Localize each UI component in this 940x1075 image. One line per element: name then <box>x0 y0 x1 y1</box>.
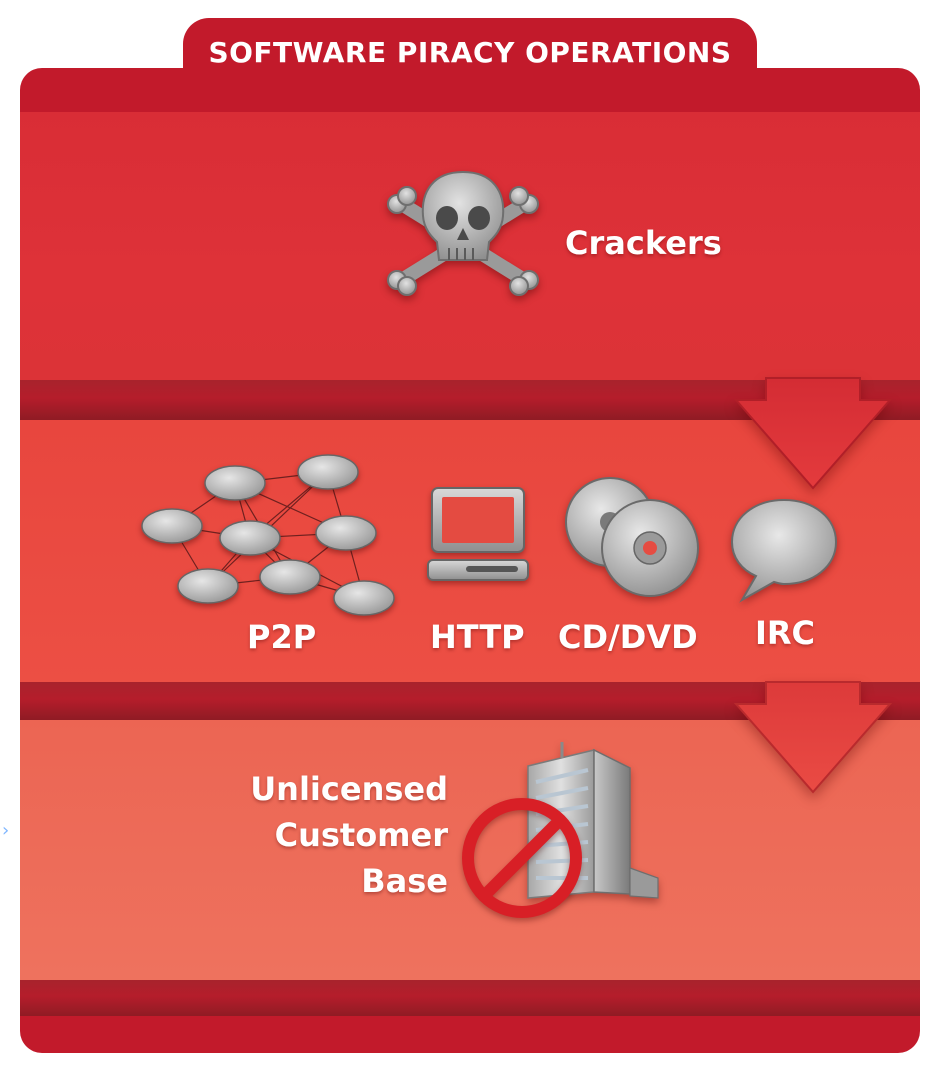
http-label: HTTP <box>430 618 525 656</box>
customer-base-label-line: Base <box>361 862 448 900</box>
customer-base-label-line: Customer <box>274 816 448 854</box>
crackers-label: Crackers <box>565 224 722 262</box>
flow-arrow-icon <box>733 377 893 490</box>
speech-bubble-icon <box>730 498 838 603</box>
cd-dvd-label: CD/DVD <box>558 618 698 656</box>
p2p-network-icon <box>141 454 395 616</box>
p2p-label: P2P <box>247 618 317 656</box>
side-tick-mark: › <box>2 820 10 841</box>
customer-base-label: Unlicensed Customer Base <box>220 766 448 904</box>
flow-arrow-icon <box>733 681 893 794</box>
diagram-title: SOFTWARE PIRACY OPERATIONS <box>208 36 732 69</box>
computer-icon <box>427 487 529 581</box>
customer-base-label-line: Unlicensed <box>250 770 448 808</box>
irc-label: IRC <box>755 614 816 652</box>
building-prohibited-icon <box>462 742 659 918</box>
skull-crossbones-icon <box>387 170 539 296</box>
disc-icon <box>565 477 699 597</box>
band-separator <box>20 980 920 1016</box>
